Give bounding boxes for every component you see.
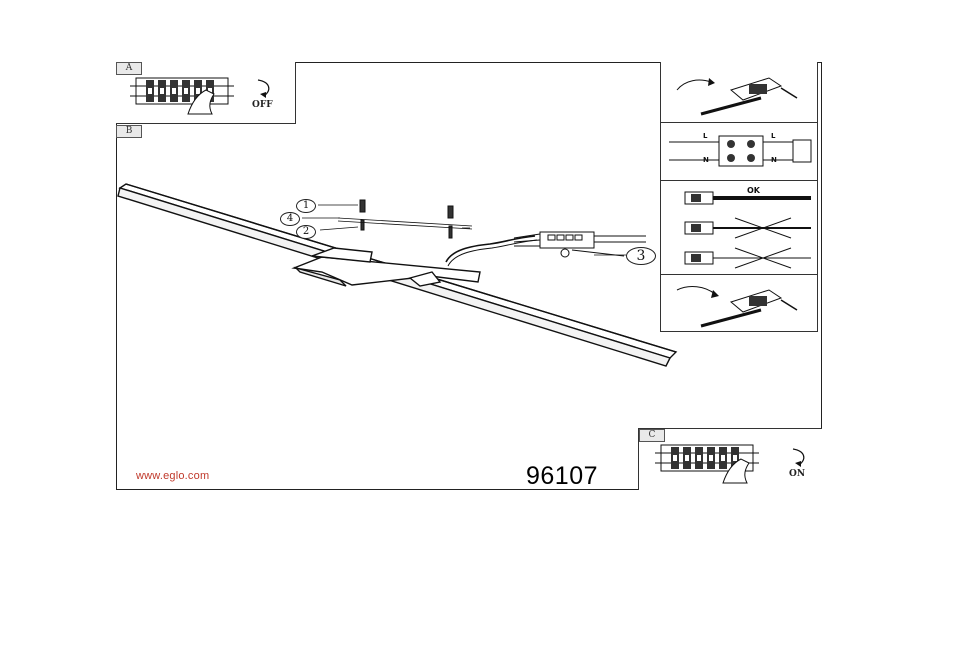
instruction-sheet	[116, 62, 822, 490]
callout-3: 3	[626, 247, 656, 265]
hand-icon	[187, 89, 215, 115]
callout-4: 4	[280, 212, 300, 226]
terminal-block-icon	[669, 135, 812, 167]
hand-icon	[722, 458, 750, 484]
callout-2: 2	[296, 225, 316, 239]
step-a-label: A	[116, 62, 142, 75]
step-c-panel: C ON	[638, 428, 822, 490]
fuse-box-icon	[655, 444, 759, 472]
website-link[interactable]: www.eglo.com	[136, 470, 210, 482]
neutral-label-left: N	[703, 156, 709, 164]
wire-insert-illustration	[676, 77, 798, 116]
live-label-right: L	[771, 132, 776, 140]
callout-1: 1	[296, 199, 316, 213]
rotate-arrow-icon	[792, 448, 805, 467]
cross-out-icon	[734, 217, 792, 239]
switch-off-label: OFF	[252, 100, 273, 110]
rotate-arrow-icon	[257, 79, 270, 98]
wire-release-illustration	[676, 286, 798, 328]
correct-incorrect-wiring	[684, 191, 811, 269]
step-a-panel: A OFF	[116, 62, 296, 124]
ok-label: OK	[747, 186, 760, 195]
switch-on-label: ON	[789, 469, 806, 479]
step-c-label: C	[639, 429, 665, 442]
neutral-label-right: N	[771, 156, 777, 164]
step-b-label: B	[116, 125, 142, 138]
live-label-left: L	[703, 132, 708, 140]
model-number: 96107	[526, 462, 599, 490]
fuse-box-icon	[130, 77, 234, 105]
wiring-instructions-panel: L N L N OK	[660, 62, 818, 332]
